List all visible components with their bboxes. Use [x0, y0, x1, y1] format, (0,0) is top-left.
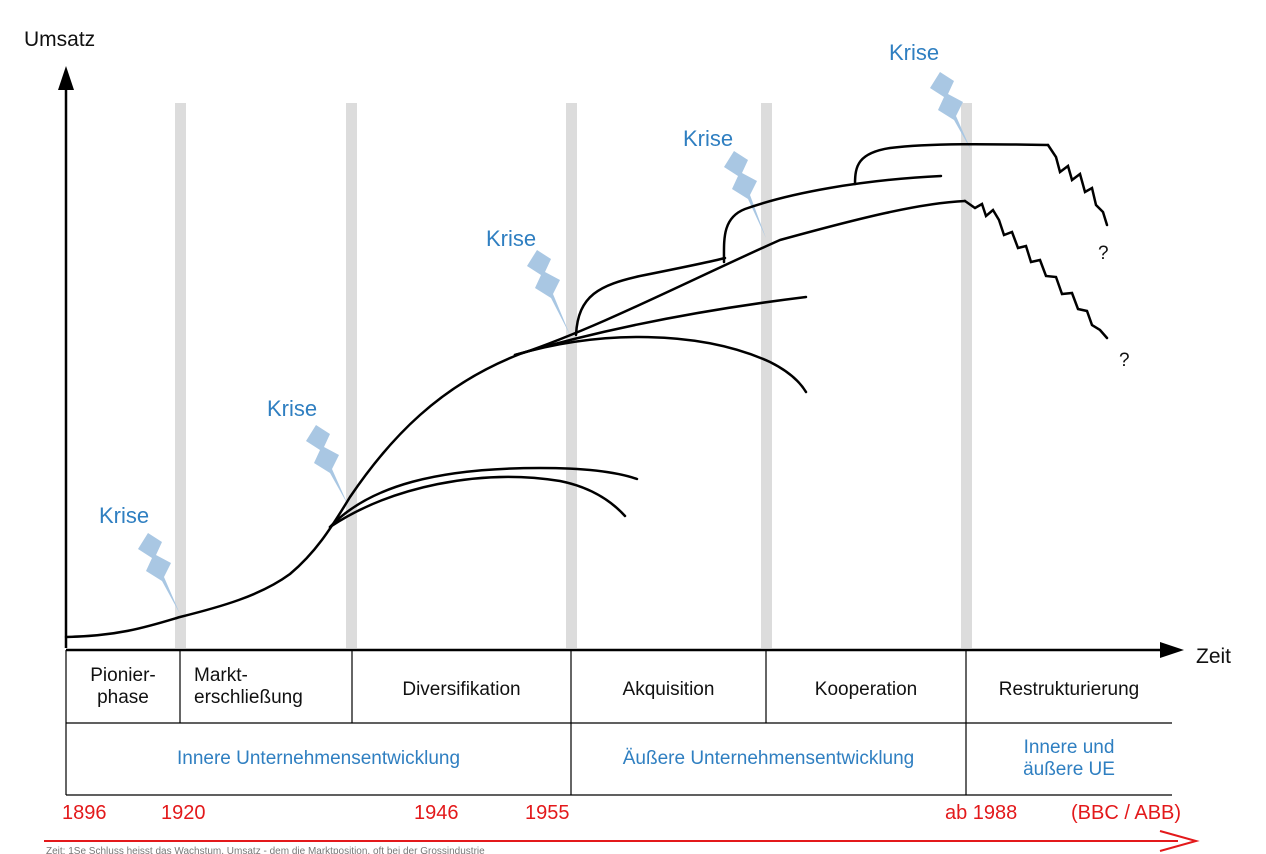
dev-line: Äußere Unternehmensentwicklung [622, 748, 915, 769]
phase-line: phase [97, 687, 149, 708]
separator-1988 [961, 103, 972, 648]
phase-line: Markt- [194, 665, 248, 686]
branch-curve-g [853, 142, 1050, 186]
year-1946: 1946 [414, 802, 459, 824]
phase-separators [175, 103, 972, 648]
separator-diversification [346, 103, 357, 648]
year-1920: 1920 [161, 802, 206, 824]
timeline-arrowhead [1159, 830, 1200, 852]
phase-markterschliessung: Markt- erschließung [194, 665, 334, 709]
branch-curve-c [513, 335, 808, 394]
year-ab-1988: ab 1988 [945, 802, 1018, 824]
company-label: (BBC / ABB) [1071, 802, 1182, 824]
branch-curve-e [574, 256, 727, 337]
phase-pionierphase: Pionier- phase [66, 665, 180, 709]
decline-curve-upper [1046, 143, 1109, 227]
branch-curve-f [722, 174, 943, 264]
axes [64, 85, 1160, 652]
footer-note: Zeit: 1Se Schluss heisst das Wachstum, U… [46, 846, 485, 854]
main-growth-curve [64, 199, 967, 639]
separator-1920 [175, 103, 186, 648]
dev-outer: Äußere Unternehmensentwicklung [571, 748, 966, 770]
outcome-question-mark-upper: ? [1098, 243, 1109, 264]
dev-line: äußere UE [1023, 759, 1115, 780]
x-axis-label: Zeit [1196, 645, 1232, 668]
dev-inner: Innere Unternehmensentwicklung [66, 748, 571, 770]
crisis-bolt-1 [138, 533, 180, 614]
y-axis-label: Umsatz [24, 28, 96, 51]
growth-curves [64, 142, 1109, 639]
dev-line: Innere Unternehmensentwicklung [176, 748, 461, 769]
crisis-bolt-5 [930, 72, 971, 150]
crisis-label-2: Krise [267, 396, 318, 421]
crisis-bolt-2 [306, 425, 348, 505]
phase-kooperation: Kooperation [766, 679, 966, 701]
phase-akquisition: Akquisition [571, 679, 766, 701]
branch-curve-a [328, 466, 639, 529]
year-1896: 1896 [62, 802, 107, 824]
crisis-bolt-3 [527, 250, 570, 335]
timeline-arrow [44, 830, 1200, 852]
phase-line: Pionier- [90, 665, 156, 686]
separator-kooperation [761, 103, 772, 648]
separator-1955 [566, 103, 577, 648]
phase-table-grid [65, 650, 1172, 796]
dev-inner-outer: Innere und äußere UE [966, 737, 1172, 781]
year-1955: 1955 [525, 802, 570, 824]
phase-line: Kooperation [814, 679, 918, 700]
crisis-label-3: Krise [486, 226, 537, 251]
outcome-question-mark-lower: ? [1119, 350, 1130, 371]
crisis-label-5: Krise [889, 40, 940, 65]
phase-line: Akquisition [622, 679, 715, 700]
phase-line: erschließung [194, 687, 303, 708]
phase-diversifikation: Diversifikation [352, 679, 571, 701]
branch-curve-b [328, 475, 627, 529]
decline-curve-lower [963, 199, 1109, 340]
y-axis-arrowhead [58, 66, 74, 90]
crisis-bolt-4 [724, 151, 766, 238]
x-axis-arrowhead [1160, 642, 1184, 658]
crisis-label-4: Krise [683, 126, 734, 151]
crisis-bolts [138, 72, 971, 614]
phase-line: Diversifikation [402, 679, 521, 700]
phase-restrukturierung: Restrukturierung [966, 679, 1172, 701]
branch-curve-d [513, 295, 808, 357]
dev-line: Innere und [1023, 737, 1115, 758]
phase-line: Restrukturierung [998, 679, 1140, 700]
crisis-label-1: Krise [99, 503, 150, 528]
